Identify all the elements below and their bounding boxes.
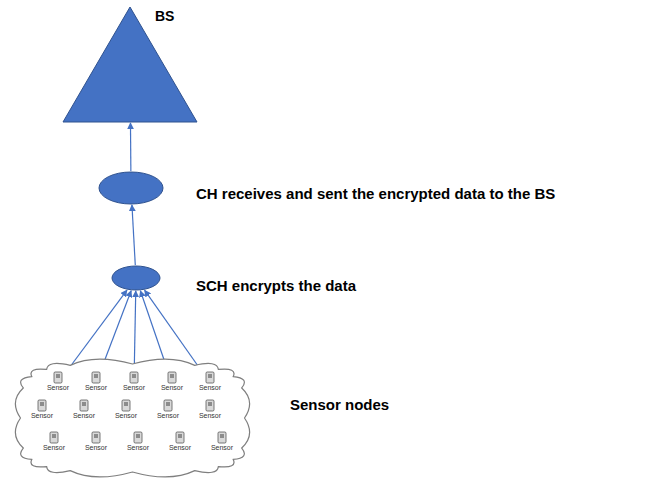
sensor-icon bbox=[176, 432, 184, 443]
tri-outline bbox=[62, 6, 198, 123]
sensor-icon bbox=[50, 432, 58, 443]
sensor-label: Sensor bbox=[71, 412, 97, 420]
sensor-label: Sensor bbox=[29, 412, 55, 420]
sensor-icon-screen bbox=[170, 374, 174, 378]
node-label: SCH encrypts the data bbox=[196, 277, 356, 295]
sensor-node: Sensor bbox=[121, 372, 147, 394]
sensor-node: Sensor bbox=[83, 372, 109, 394]
sensor-label: Sensor bbox=[155, 412, 181, 420]
sensor-icon bbox=[122, 400, 130, 411]
sensor-icon-screen bbox=[208, 374, 212, 378]
sensor-icon-screen bbox=[166, 402, 170, 406]
sensor-icon-screen bbox=[178, 434, 182, 438]
sensor-node: Sensor bbox=[113, 400, 139, 422]
data-arrow bbox=[130, 123, 132, 171]
sensor-icon bbox=[80, 400, 88, 411]
sensor-icon-screen bbox=[132, 374, 136, 378]
sensor-icon bbox=[92, 372, 100, 383]
sensor-node: Sensor bbox=[197, 400, 223, 422]
sensor-icon bbox=[38, 400, 46, 411]
data-arrow bbox=[134, 291, 136, 372]
node-label: Sensor nodes bbox=[290, 396, 389, 414]
sensor-icon-screen bbox=[220, 434, 224, 438]
sensor-icon-screen bbox=[94, 434, 98, 438]
sensor-icon bbox=[134, 432, 142, 443]
sensor-node: Sensor bbox=[41, 432, 67, 454]
sensor-node: Sensor bbox=[83, 432, 109, 454]
sensor-label: Sensor bbox=[113, 412, 139, 420]
sensor-label: Sensor bbox=[197, 412, 223, 420]
node-label: BS bbox=[155, 7, 174, 25]
sensor-icon-screen bbox=[40, 402, 44, 406]
sensor-icon bbox=[130, 372, 138, 383]
sensor-icon-screen bbox=[52, 434, 56, 438]
sensor-icon-screen bbox=[124, 402, 128, 406]
sensor-label: Sensor bbox=[83, 384, 109, 392]
sensor-icon bbox=[92, 432, 100, 443]
sensor-label: Sensor bbox=[167, 444, 193, 452]
cluster-head-ellipse: CH receives and sent the encrypted data … bbox=[98, 171, 164, 205]
sensor-node: Sensor bbox=[29, 400, 55, 422]
sensor-label: Sensor bbox=[209, 444, 235, 452]
sensor-label: Sensor bbox=[159, 384, 185, 392]
sensor-node: Sensor bbox=[125, 432, 151, 454]
sensor-icon bbox=[206, 372, 214, 383]
sensor-label: Sensor bbox=[45, 384, 71, 392]
triangle-shape bbox=[63, 7, 197, 122]
sensor-icon bbox=[206, 400, 214, 411]
sensor-icon bbox=[164, 400, 172, 411]
sensor-icon bbox=[168, 372, 176, 383]
sensor-icon bbox=[218, 432, 226, 443]
sensor-icon bbox=[54, 372, 62, 383]
cloud-outline bbox=[15, 359, 249, 477]
sensor-node: Sensor bbox=[71, 400, 97, 422]
data-arrow bbox=[132, 205, 135, 265]
sensor-label: Sensor bbox=[125, 444, 151, 452]
sensor-icon-screen bbox=[208, 402, 212, 406]
ellipse-shape bbox=[112, 266, 160, 290]
sensor-icon-screen bbox=[94, 374, 98, 378]
ellipse-shape bbox=[99, 172, 163, 204]
sensor-node: Sensor bbox=[159, 372, 185, 394]
sensor-node: Sensor bbox=[45, 372, 71, 394]
sensor-icon-screen bbox=[136, 434, 140, 438]
sensor-icon-screen bbox=[56, 374, 60, 378]
sensor-icon-screen bbox=[82, 402, 86, 406]
sensor-label: Sensor bbox=[197, 384, 223, 392]
sensor-label: Sensor bbox=[83, 444, 109, 452]
base-station-triangle: BS bbox=[62, 6, 198, 123]
sub-cluster-head-ellipse: SCH encrypts the data bbox=[111, 265, 161, 291]
sensor-node: Sensor bbox=[167, 432, 193, 454]
sensor-label: Sensor bbox=[41, 444, 67, 452]
ellipse-outline bbox=[111, 265, 161, 291]
sensor-cloud: Sensor nodesSensorSensorSensorSensorSens… bbox=[5, 350, 260, 486]
sensor-node: Sensor bbox=[209, 432, 235, 454]
node-label: CH receives and sent the encrypted data … bbox=[196, 185, 555, 203]
ellipse-outline bbox=[98, 171, 164, 205]
sensor-node: Sensor bbox=[155, 400, 181, 422]
sensor-node: Sensor bbox=[197, 372, 223, 394]
sensor-label: Sensor bbox=[121, 384, 147, 392]
